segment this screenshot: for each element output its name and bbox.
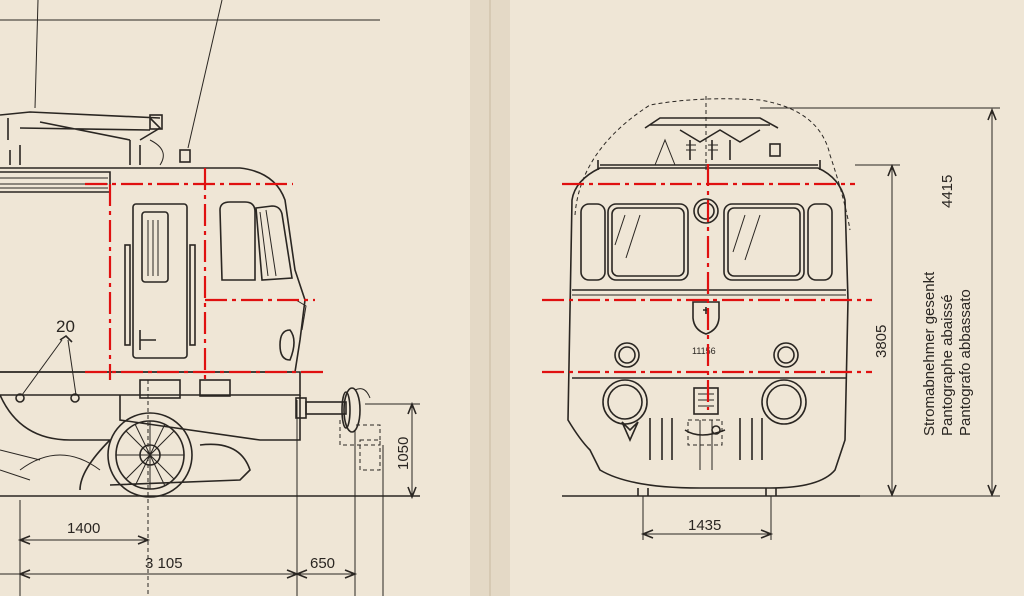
front-window <box>255 205 293 281</box>
dim-label-4415: 4415 <box>939 175 956 208</box>
hose-fitting <box>621 421 639 442</box>
body-outline <box>0 167 306 373</box>
corner-window <box>807 203 833 281</box>
wheel <box>107 412 193 498</box>
cab-door <box>132 203 188 359</box>
side-window <box>219 201 256 281</box>
step <box>139 379 181 399</box>
crest-emblem <box>692 301 720 335</box>
callout-label: 20 <box>56 317 75 336</box>
dim-label-3105: 3 105 <box>145 555 183 572</box>
pantograph-front <box>644 117 781 166</box>
bogie-frame <box>0 394 112 491</box>
pantograph-label-fr: Pantographe abaissé <box>939 294 956 436</box>
pantograph-label-de: Stromabnehmer gesenkt <box>921 271 938 436</box>
buffer-left <box>602 379 648 425</box>
dim-label-1435: 1435 <box>688 517 721 534</box>
frame-beam <box>0 371 301 396</box>
windscreen-left <box>607 203 689 281</box>
cable-bundle <box>649 418 673 460</box>
callout-dot <box>70 393 80 403</box>
pantograph-label-it: Pantografo abbassato <box>957 289 974 436</box>
buffer-head <box>343 387 361 433</box>
grab-rail <box>124 244 131 346</box>
lower-headlamp-right <box>773 342 799 368</box>
cable-bundle <box>739 418 763 460</box>
leader-line <box>34 0 39 109</box>
pantograph-envelope <box>574 98 851 231</box>
side-view: 20 1050 1400 3 105 650 <box>0 0 420 596</box>
pantograph-side <box>0 111 191 166</box>
door-handle <box>139 330 156 350</box>
roof-vent <box>0 171 111 193</box>
door-window <box>141 211 169 283</box>
loco-number: 11156 <box>692 346 716 356</box>
front-body <box>567 167 849 489</box>
buffer-shank <box>305 401 347 415</box>
pantograph-label-group: Stromabnehmer gesenkt Pantographe abaiss… <box>921 175 974 436</box>
dim-label-1050: 1050 <box>395 437 412 470</box>
windscreen-right <box>723 203 805 281</box>
headlamp-side <box>279 329 295 361</box>
top-headlamp <box>693 198 719 224</box>
buffer-right <box>761 379 807 425</box>
grab-rail <box>189 244 196 346</box>
lower-headlamp-left <box>614 342 640 368</box>
leader-line <box>187 0 223 149</box>
dim-label-650: 650 <box>310 555 335 572</box>
corner-window <box>580 203 606 281</box>
step <box>199 379 231 397</box>
coupler <box>693 387 719 415</box>
front-view: 11156 <box>542 96 1000 540</box>
dim-label-1400: 1400 <box>67 520 100 537</box>
dim-label-3805: 3805 <box>873 325 890 358</box>
